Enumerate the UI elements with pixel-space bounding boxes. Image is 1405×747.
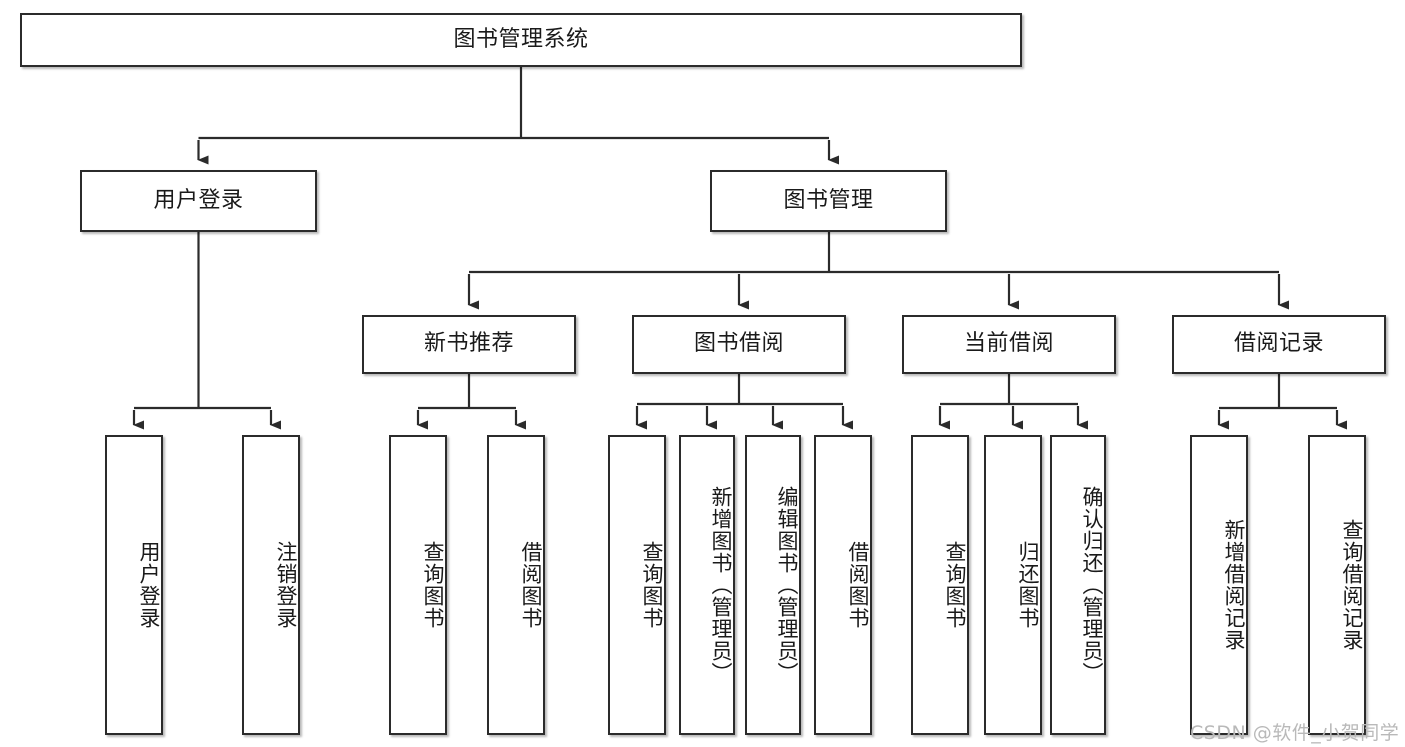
node-label: 查询图书: [943, 541, 967, 629]
node-book-borrow[interactable]: 图书借阅: [632, 315, 846, 374]
node-leaf-query-book-rec[interactable]: 查询图书: [389, 435, 447, 735]
node-label: 新增借阅记录: [1222, 519, 1246, 651]
node-leaf-confirm-return-admin[interactable]: 确认归还（管理员）: [1050, 435, 1106, 735]
node-leaf-logout[interactable]: 注销登录: [242, 435, 300, 735]
node-leaf-query-book-borrow[interactable]: 查询图书: [608, 435, 666, 735]
node-borrow-record[interactable]: 借阅记录: [1172, 315, 1386, 374]
node-leaf-add-book-admin[interactable]: 新增图书（管理员）: [679, 435, 735, 735]
node-label: 当前借阅: [963, 331, 1054, 357]
node-label: 借阅图书: [519, 541, 543, 629]
node-label: 新增图书（管理员）: [709, 486, 733, 684]
node-label: 用户登录: [153, 187, 244, 213]
node-current-borrow[interactable]: 当前借阅: [902, 315, 1116, 374]
node-label: 借阅记录: [1233, 331, 1324, 357]
node-leaf-borrow-book-rec[interactable]: 借阅图书: [487, 435, 545, 735]
node-leaf-borrow-book[interactable]: 借阅图书: [814, 435, 872, 735]
node-label: 图书借阅: [693, 331, 784, 357]
node-label: 新书推荐: [423, 331, 514, 357]
node-root-system[interactable]: 图书管理系统: [20, 13, 1022, 67]
node-label: 查询图书: [640, 541, 664, 629]
node-leaf-return-book[interactable]: 归还图书: [984, 435, 1042, 735]
node-label: 确认归还（管理员）: [1080, 486, 1104, 684]
node-new-book-recommend[interactable]: 新书推荐: [362, 315, 576, 374]
node-label: 用户登录: [137, 541, 161, 629]
node-leaf-add-borrow-record[interactable]: 新增借阅记录: [1190, 435, 1248, 735]
watermark-text: CSDN @软件_小贺同学: [1190, 722, 1400, 744]
node-label: 查询图书: [421, 541, 445, 629]
node-label: 编辑图书（管理员）: [775, 486, 799, 684]
node-label: 注销登录: [274, 541, 298, 629]
node-leaf-query-book-current[interactable]: 查询图书: [911, 435, 969, 735]
node-user-login[interactable]: 用户登录: [80, 170, 317, 232]
node-label: 查询借阅记录: [1340, 519, 1364, 651]
node-leaf-user-login[interactable]: 用户登录: [105, 435, 163, 735]
node-leaf-edit-book-admin[interactable]: 编辑图书（管理员）: [745, 435, 801, 735]
node-label: 借阅图书: [846, 541, 870, 629]
node-label: 归还图书: [1016, 541, 1040, 629]
node-label: 图书管理: [783, 187, 874, 213]
node-book-management[interactable]: 图书管理: [710, 170, 947, 232]
node-leaf-query-borrow-record[interactable]: 查询借阅记录: [1308, 435, 1366, 735]
node-label: 图书管理系统: [453, 26, 589, 52]
